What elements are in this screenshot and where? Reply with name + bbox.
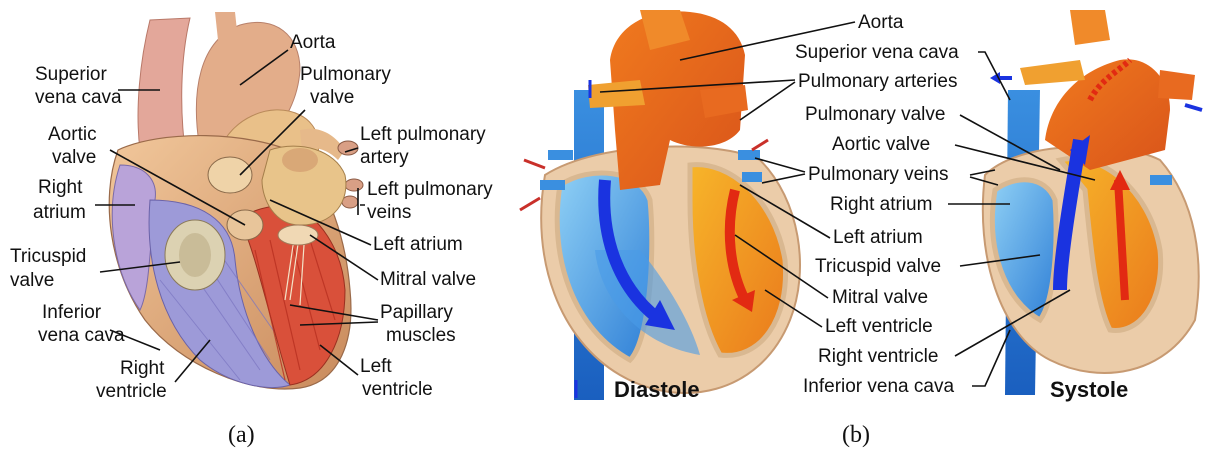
label-b-aorta: Aorta: [858, 12, 904, 33]
systole-heart-diagram: [983, 10, 1202, 395]
label-right-ventricle-l1: Right: [120, 358, 165, 379]
label-b-pulmonary-valve: Pulmonary valve: [805, 104, 945, 125]
label-b-superior-vena-cava: Superior vena cava: [795, 42, 959, 63]
label-b-mitral-valve: Mitral valve: [832, 287, 928, 308]
label-b-right-ventricle: Right ventricle: [818, 346, 938, 367]
label-left-ventricle-l1: Left: [360, 356, 392, 377]
label-right-atrium-l1: Right: [38, 177, 83, 198]
label-aortic-valve-l1: Aortic: [48, 124, 97, 145]
label-b-left-ventricle: Left ventricle: [825, 316, 933, 337]
label-b-left-atrium: Left atrium: [833, 227, 923, 248]
caption-a: (a): [228, 422, 255, 448]
label-inferior-vena-cava-l1: Inferior: [42, 302, 102, 323]
label-left-pulmonary-veins-l1: Left pulmonary: [367, 179, 493, 200]
label-pulmonary-valve-l1: Pulmonary: [300, 64, 391, 85]
label-right-ventricle-l2: ventricle: [96, 381, 167, 402]
label-b-aortic-valve: Aortic valve: [832, 134, 930, 155]
label-left-pulmonary-artery-l1: Left pulmonary: [360, 124, 486, 145]
label-mitral-valve: Mitral valve: [380, 269, 476, 290]
label-inferior-vena-cava-l2: vena cava: [38, 325, 125, 346]
label-b-pulmonary-arteries: Pulmonary arteries: [798, 71, 957, 92]
label-right-atrium-l2: atrium: [33, 202, 86, 223]
label-left-pulmonary-veins-l2: veins: [367, 202, 411, 223]
label-aorta: Aorta: [290, 32, 336, 53]
label-superior-vena-cava-l2: vena cava: [35, 87, 122, 108]
label-b-tricuspid-valve: Tricuspid valve: [815, 256, 941, 277]
label-tricuspid-valve-l1: Tricuspid: [10, 246, 86, 267]
label-b-inferior-vena-cava: Inferior vena cava: [803, 376, 954, 397]
caption-b: (b): [842, 422, 870, 448]
label-b-right-atrium: Right atrium: [830, 194, 932, 215]
label-pulmonary-valve-l2: valve: [310, 87, 354, 108]
label-papillary-muscles-l1: Papillary: [380, 302, 453, 323]
systole-title: Systole: [1050, 377, 1128, 402]
label-left-ventricle-l2: ventricle: [362, 379, 433, 400]
label-aortic-valve-l2: valve: [52, 147, 96, 168]
label-left-atrium: Left atrium: [373, 234, 463, 255]
label-papillary-muscles-l2: muscles: [386, 325, 456, 346]
label-tricuspid-valve-l2: valve: [10, 270, 54, 291]
label-b-pulmonary-veins: Pulmonary veins: [808, 164, 948, 185]
label-superior-vena-cava-l1: Superior: [35, 64, 107, 85]
diastole-title: Diastole: [614, 377, 700, 402]
diastole-heart-diagram: [520, 10, 800, 400]
label-left-pulmonary-artery-l2: artery: [360, 147, 409, 168]
